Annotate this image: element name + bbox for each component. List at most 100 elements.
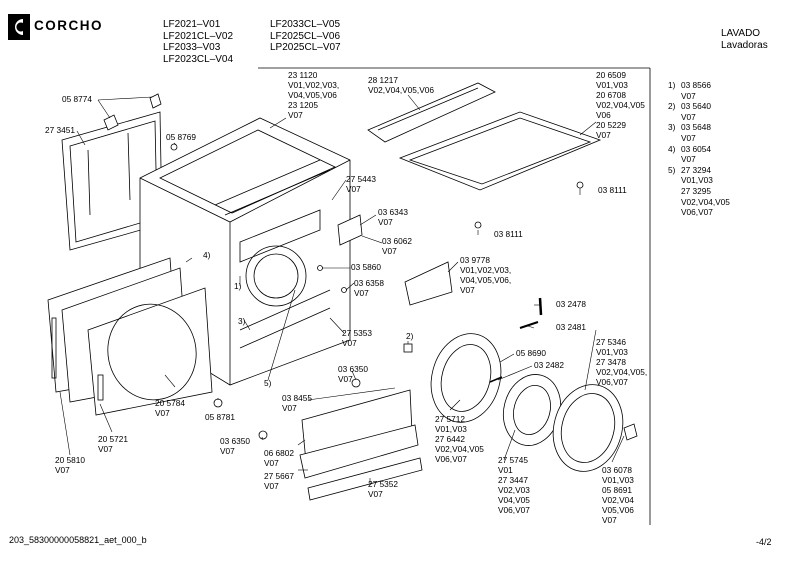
- label-line: 27 5353: [342, 328, 372, 338]
- label-line: 1): [234, 281, 242, 291]
- label-line: 2): [406, 331, 414, 341]
- label-line: 03 9778: [460, 255, 490, 265]
- label-line: 03 2481: [556, 322, 586, 332]
- label-line: V02,V04,V05: [435, 444, 484, 454]
- label-line: V07: [155, 408, 170, 418]
- label-line: 05 8769: [166, 132, 196, 142]
- model-list-1: LF2021–V01 LF2021CL–V02 LF2033–V03 LF202…: [163, 19, 233, 65]
- label-line: V07: [55, 465, 70, 475]
- label-line: V07: [681, 111, 696, 122]
- label-line: 27 5745: [498, 455, 528, 465]
- label-line: V07: [98, 444, 113, 454]
- label-line: 27 3295: [681, 185, 711, 196]
- model-code: LF2023CL–V04: [163, 53, 234, 65]
- model-code: LP2025CL–V07: [270, 42, 341, 53]
- page-number: -4/2: [756, 537, 772, 547]
- label-line: V07: [264, 458, 279, 468]
- model-code: LF2021–V01: [163, 19, 221, 30]
- label-line: 03 6350: [338, 364, 368, 374]
- label-line: V07: [681, 90, 696, 101]
- label-line: 05 8691: [602, 485, 632, 495]
- label-line: 03 6078: [602, 465, 632, 475]
- label-line: 03 6062: [382, 236, 412, 246]
- label-line: V02,V04: [602, 495, 634, 505]
- top-cover: [367, 82, 602, 191]
- label-line: V07: [288, 110, 303, 120]
- label-line: V06,V07: [498, 505, 530, 515]
- label-line: V01,V03: [596, 347, 628, 357]
- front-panel-set: [47, 257, 213, 416]
- label-line: 23 1120: [288, 70, 318, 80]
- label-line: 03 8455: [282, 393, 312, 403]
- label-line: 4): [203, 250, 211, 260]
- part-label-032478: 03 2478: [556, 299, 586, 309]
- label-line: V02,V04,V05: [681, 196, 730, 207]
- door-assembly: [430, 333, 624, 472]
- part-label-035860: 03 5860: [351, 262, 381, 272]
- label-line: 03 6350: [220, 436, 250, 446]
- category-sub: Lavadoras: [721, 39, 768, 51]
- leader-lines: [59, 94, 625, 485]
- label-line: V01: [498, 465, 513, 475]
- label-line: 05 8690: [516, 348, 546, 358]
- label-line: 27 5667: [264, 471, 294, 481]
- label-line: V02,V03: [498, 485, 530, 495]
- label-line: 20 6708: [596, 90, 626, 100]
- model-list-2: LF2033CL–V05 LF2025CL–V06 LP2025CL–V07: [270, 19, 341, 54]
- label-line: 20 5721: [98, 434, 128, 444]
- label-line: V07: [681, 132, 696, 143]
- label-line: V07: [681, 154, 696, 165]
- label-line: V01,V02,V03,: [288, 80, 340, 90]
- rear-panel: [61, 93, 163, 251]
- label-line: 20 5784: [155, 398, 185, 408]
- part-label-058690: 05 8690: [516, 348, 546, 358]
- label-line: V06: [596, 110, 611, 120]
- label-line: V01,V02,V03,: [460, 265, 512, 275]
- label-line: V01,V03: [681, 175, 713, 186]
- label-line: V06,V07: [435, 454, 467, 464]
- label-line: 23 1205: [288, 100, 318, 110]
- label-line: V04,V05: [498, 495, 530, 505]
- part-label-058769: 05 8769: [166, 132, 196, 142]
- label-line: 03 6358: [354, 278, 384, 288]
- label-line: 27 5346: [596, 337, 626, 347]
- label-line: 03 5640: [681, 101, 711, 112]
- label-line: V07: [378, 217, 393, 227]
- label-line: 3): [238, 316, 246, 326]
- label-line: 27 3478: [596, 357, 626, 367]
- label-line: 27 3294: [681, 164, 711, 175]
- label-line: V01,V03: [602, 475, 634, 485]
- part-label-058781: 05 8781: [205, 412, 235, 422]
- label-line: 03 5860: [351, 262, 381, 272]
- control-panel: [299, 389, 423, 501]
- label-line: 27 5712: [435, 414, 465, 424]
- model-code: LF2025CL–V06: [270, 30, 341, 42]
- label-line: 28 1217: [368, 75, 398, 85]
- label-line: 03 6054: [681, 143, 711, 154]
- part-label-038111-a: 03 8111: [598, 185, 627, 195]
- label-line: V07: [354, 288, 369, 298]
- model-code: LF2033–V03: [163, 42, 221, 53]
- label-line: 20 5229: [596, 120, 626, 130]
- label-line: V07: [282, 403, 297, 413]
- label-line: V07: [368, 489, 383, 499]
